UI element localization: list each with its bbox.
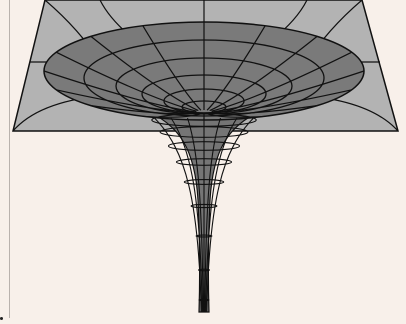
gravity-well-diagram xyxy=(0,0,406,324)
figure-canvas xyxy=(0,0,406,324)
